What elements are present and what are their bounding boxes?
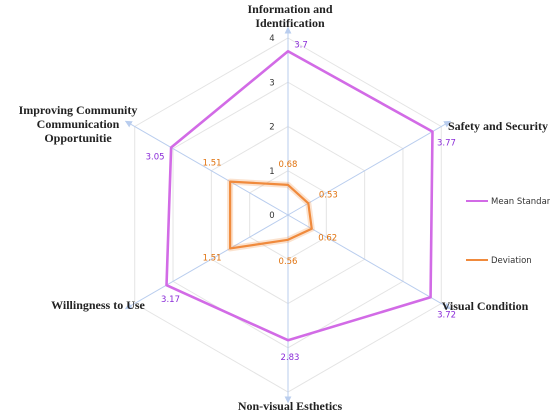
radial-tick-1: 1 <box>269 167 274 177</box>
series-line-0 <box>165 49 434 342</box>
axis-label-0-line-1: Information and <box>247 2 332 16</box>
radial-tick-labels: 0 1 2 3 4 <box>269 34 274 221</box>
axis-spoke-5 <box>124 120 289 216</box>
deviation-value-label-5: 1.51 <box>203 159 222 169</box>
radial-tick-0: 0 <box>269 211 274 221</box>
legend: Mean Standard Deviation <box>466 197 550 266</box>
axis-label-5-line-3: Opportunitie <box>44 131 112 145</box>
value-labels: 3.7 3.77 3.72 2.83 3.17 3.05 0.68 0.53 0.62 0.56 1… <box>146 40 456 363</box>
radial-tick-4: 4 <box>269 34 274 44</box>
mean-value-label-3: 2.83 <box>281 353 300 363</box>
radial-tick-2: 2 <box>269 123 274 133</box>
radar-series <box>165 49 434 342</box>
legend-label-deviation: Deviation <box>491 256 532 266</box>
axis-label-4: Willingness to Use <box>51 298 145 312</box>
axis-label-5-line-1: Improving Community <box>19 103 138 117</box>
deviation-value-label-3: 0.56 <box>279 257 298 267</box>
mean-value-label-2: 3.72 <box>437 310 456 320</box>
axis-spoke-1 <box>287 120 452 216</box>
series-line-1 <box>229 180 313 250</box>
mean-value-label-5: 3.05 <box>146 153 165 163</box>
deviation-value-label-2: 0.62 <box>318 234 337 244</box>
radar-axes <box>124 26 452 404</box>
mean-value-label-1: 3.77 <box>437 139 456 149</box>
mean-value-label-0: 3.7 <box>294 40 308 50</box>
axis-label-5-line-2: Communication <box>37 117 120 131</box>
deviation-value-label-1: 0.53 <box>319 190 338 200</box>
deviation-value-label-0: 0.68 <box>279 160 298 170</box>
radial-tick-3: 3 <box>269 78 274 88</box>
axis-label-1: Safety and Security <box>448 119 548 133</box>
axis-label-3: Non-visual Esthetics <box>238 399 343 413</box>
axis-label-0-line-2: Identification <box>255 16 325 30</box>
axis-spoke-2 <box>287 214 452 310</box>
legend-label-mean-standard: Mean Standard <box>491 197 550 207</box>
deviation-value-label-4: 1.51 <box>203 253 222 263</box>
mean-value-label-4: 3.17 <box>161 295 180 305</box>
axis-spoke-4 <box>124 214 289 310</box>
axis-label-2: Visual Condition <box>442 299 529 313</box>
